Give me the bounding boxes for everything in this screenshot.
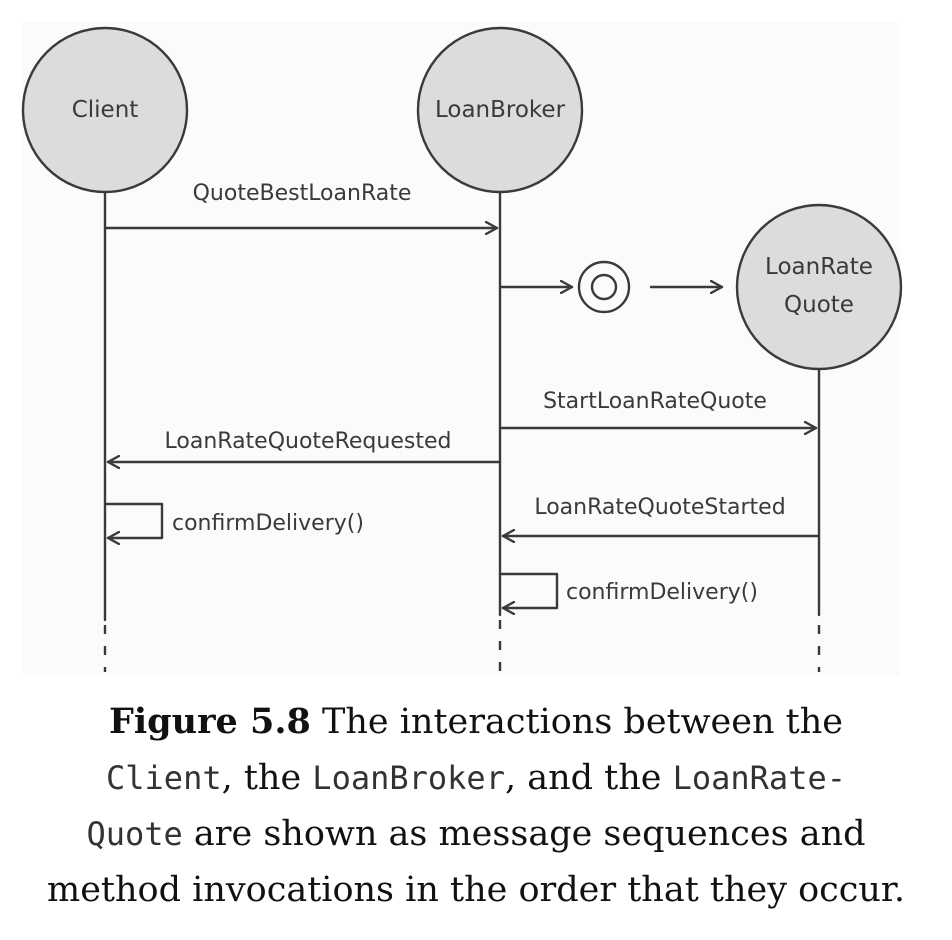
loan-rate-quote-requested-label: LoanRateQuoteRequested xyxy=(165,429,452,454)
figure-caption: Figure 5.8 The interactions between the … xyxy=(20,694,932,918)
start-loan-rate-quote-label: StartLoanRateQuote xyxy=(543,389,767,414)
caption-text-3: , and the xyxy=(504,758,673,798)
caption-text-4: are shown as message sequences and xyxy=(182,814,866,854)
caption-text-1: The interactions between the xyxy=(310,702,843,742)
loan-rate-quote-started-label: LoanRateQuoteStarted xyxy=(534,495,785,520)
client-actor: Client xyxy=(21,26,189,194)
caption-line-1: Figure 5.8 The interactions between the xyxy=(20,694,932,750)
quote-label-line2: Quote xyxy=(784,292,854,318)
caption-line-4: method invocations in the order that the… xyxy=(20,862,932,918)
caption-code-quote: Quote xyxy=(86,815,183,853)
broker-actor: LoanBroker xyxy=(416,26,584,194)
client-confirm-delivery-loop xyxy=(103,502,164,538)
client-circle xyxy=(21,26,189,194)
figure-label: Figure 5.8 xyxy=(109,701,311,742)
caption-code-client: Client xyxy=(106,759,222,797)
broker-circle xyxy=(416,26,584,194)
quote-best-loan-rate-label: QuoteBestLoanRate xyxy=(193,181,412,206)
broker-label: LoanBroker xyxy=(435,97,566,123)
client-label: Client xyxy=(72,97,139,123)
caption-line-2: Client, the LoanBroker, and the LoanRate… xyxy=(20,750,932,806)
caption-code-loanbroker: LoanBroker xyxy=(312,759,505,797)
caption-line-3: Quote are shown as message sequences and xyxy=(20,806,932,862)
creation-outer-circle xyxy=(577,260,631,314)
creation-inner-circle xyxy=(590,273,618,301)
quote-actor: LoanRate Quote xyxy=(735,203,903,371)
caption-text-5: method invocations in the order that the… xyxy=(47,870,905,910)
caption-code-loanrate: LoanRate- xyxy=(672,759,846,797)
sequence-diagram: Client LoanBroker LoanRate Quote QuoteBe… xyxy=(21,26,903,672)
client-confirm-delivery-label: confirmDelivery() xyxy=(172,511,364,536)
caption-text-2: , the xyxy=(221,758,313,798)
broker-confirm-delivery-loop xyxy=(498,572,559,608)
broker-confirm-delivery-label: confirmDelivery() xyxy=(566,580,758,605)
quote-label-line1: LoanRate xyxy=(765,254,873,280)
quote-circle xyxy=(735,203,903,371)
